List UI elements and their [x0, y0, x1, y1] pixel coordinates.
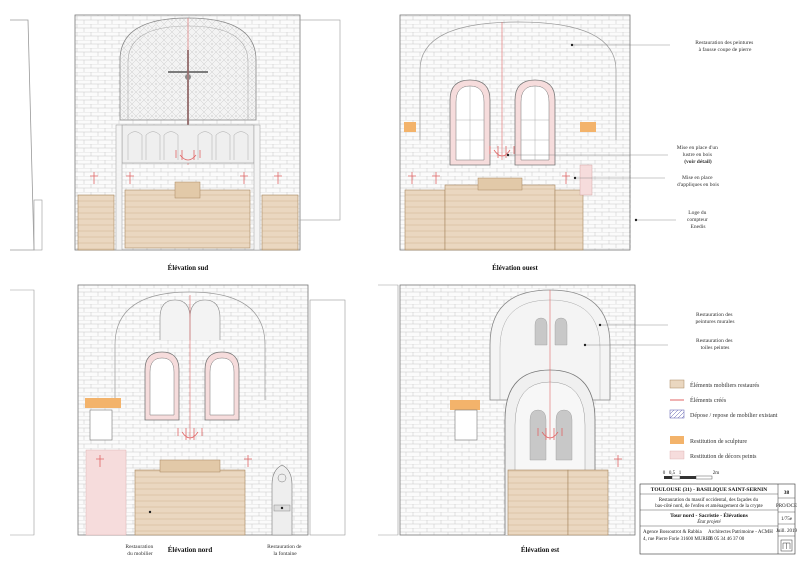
elevation-nord: Élévation nord Restauration du mobilier …: [10, 284, 346, 557]
annotation-appliques: Mise en place d'appliques en bois: [677, 175, 719, 188]
legend-item: Éléments créés: [690, 396, 727, 404]
annotation-compteur: Loge du compteur Enedis: [687, 210, 709, 230]
legend-item: Dépose / repose de mobilier existant: [690, 413, 778, 419]
project-description: Restauration du massif occidental, des f…: [655, 498, 763, 509]
scale-value: 1/75e: [781, 517, 793, 522]
wall-sconce-icon: [408, 172, 570, 184]
annotation-toiles: Restauration des toiles peintes: [696, 338, 734, 351]
annotation-peintures-murales: Restauration des peintures murales: [696, 312, 735, 325]
sheet-number: 38: [784, 490, 790, 496]
title-block: TOULOUSE (31) - BASILIQUE SAINT-SERNIN 3…: [639, 483, 798, 555]
agency-address: 4, rue Pierre Forie 31600 MURET: [643, 537, 712, 542]
annotation-mobilier: Restauration du mobilier: [125, 544, 154, 557]
wall-sconce-icon: [614, 455, 622, 467]
sheet-title: Tour nord - Sacristie - Élévations: [670, 511, 748, 519]
legend: Éléments mobiliers restaurés Éléments cr…: [669, 379, 778, 460]
legend-item: Restitution de sculpture: [690, 439, 747, 445]
chandelier-icon: [177, 428, 203, 440]
scale-bar: 0 0,5 1 2m: [663, 471, 720, 480]
window-right: [514, 79, 556, 166]
annotation-lustre: Mise en place d'un lustre en bois (voir …: [677, 145, 720, 165]
legend-item: Restitution de décors peints: [690, 454, 757, 460]
window-right: [204, 351, 240, 421]
legend-swatch-mobilier: [669, 379, 685, 389]
elevation-sud: Élévation sud: [10, 14, 341, 272]
phase: PRO/DCE: [776, 504, 797, 509]
window-left: [449, 79, 491, 166]
annotation-fontaine: Restauration de la fontaine: [267, 544, 303, 557]
agency-logo-icon: [780, 539, 793, 552]
chandelier-icon: [489, 146, 515, 158]
annotation-peintures: Restauration des peintures à fausse coup…: [695, 40, 754, 53]
scale-label: 0: [663, 471, 666, 476]
caption-elevation-nord: Élévation nord: [168, 546, 213, 554]
chandelier-icon: [175, 150, 201, 161]
legend-swatch-depose: [669, 409, 685, 419]
agency-name: Agence Bossoutrot & Rabbia: [643, 530, 703, 535]
project-title: TOULOUSE (31) - BASILIQUE SAINT-SERNIN: [651, 486, 767, 493]
chandelier-icon: [537, 428, 563, 440]
legend-item: Éléments mobiliers restaurés: [690, 381, 760, 389]
fountain-icon: [271, 464, 293, 536]
scale-label: 1: [679, 471, 682, 476]
window-left: [144, 351, 180, 421]
agency-role: Architectes Patrimoine - ACMH: [708, 530, 773, 535]
elevation-ouest: Élévation ouest Restauration des peintur…: [399, 14, 754, 272]
agency-phone: 06 05 34 46 37 00: [708, 537, 745, 542]
scale-label: 0,5: [669, 471, 676, 476]
caption-elevation-est: Élévation est: [521, 546, 560, 554]
legend-swatch-sculpture: [670, 436, 684, 444]
wall-sconce-icon: [90, 172, 282, 184]
caption-elevation-sud: Élévation sud: [168, 264, 209, 272]
date: Juill. 2019: [776, 529, 798, 534]
elevation-est: Élévation est Restauration des peintures…: [378, 284, 735, 554]
wall-sconce-icon: [96, 455, 252, 467]
scale-label: 2m: [713, 471, 720, 476]
legend-swatch-decors: [669, 450, 685, 460]
caption-elevation-ouest: Élévation ouest: [492, 264, 538, 272]
sheet-subtitle: État projeté: [696, 519, 721, 525]
